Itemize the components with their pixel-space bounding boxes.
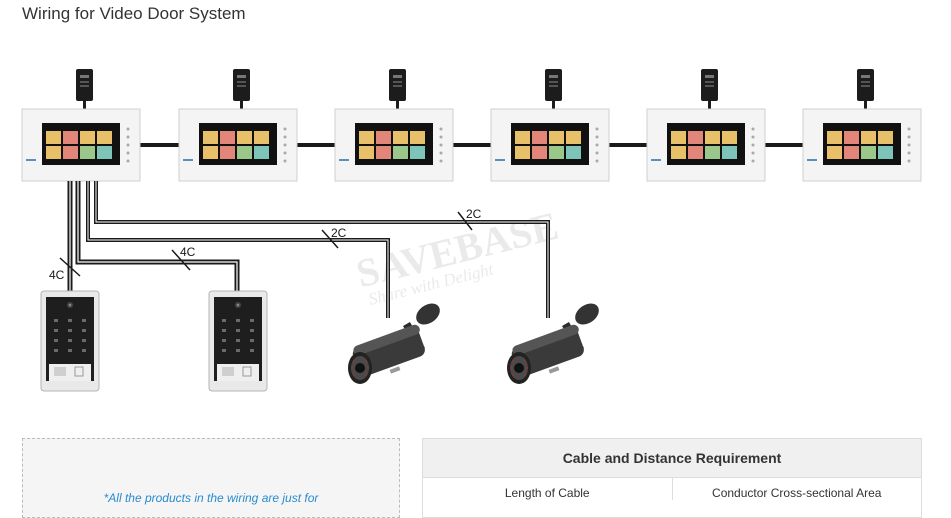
table-header-row: Length of Cable Conductor Cross-sectiona… — [423, 478, 921, 500]
cable-camera-2 — [94, 181, 550, 318]
indoor-monitor-6 — [802, 68, 922, 182]
cable-tick-marks — [59, 211, 473, 277]
outdoor-station-1 — [40, 290, 100, 392]
column-header-length: Length of Cable — [504, 486, 590, 500]
table-title: Cable and Distance Requirement — [423, 439, 921, 478]
cctv-camera-2 — [507, 299, 603, 384]
cable-outdoor-2 — [75, 181, 240, 291]
wiring-diagram: SAVEBASE Share with Delight 4C 4C 2C 2C — [21, 68, 922, 392]
disclaimer-note: *All the products in the wiring are just… — [22, 438, 400, 518]
indoor-monitor-4 — [490, 68, 610, 182]
cable-label-outdoor-2: 4C — [180, 245, 196, 259]
outdoor-station-2 — [208, 290, 268, 392]
cctv-camera-1 — [348, 299, 444, 384]
cable-requirement-table: Cable and Distance Requirement Length of… — [422, 438, 922, 518]
indoor-monitor-1 — [21, 68, 141, 182]
disclaimer-text: *All the products in the wiring are just… — [103, 491, 319, 505]
indoor-monitor-3 — [334, 68, 454, 182]
page-title: Wiring for Video Door System — [22, 4, 246, 23]
cable-camera-1 — [86, 181, 390, 318]
cable-label-camera-1: 2C — [331, 226, 347, 240]
cable-label-outdoor-1: 4C — [49, 268, 65, 282]
indoor-monitor-2 — [178, 68, 298, 182]
column-header-area: Conductor Cross-sectional Area — [671, 478, 922, 500]
indoor-monitor-5 — [646, 68, 766, 182]
cable-label-camera-2: 2C — [466, 207, 482, 221]
